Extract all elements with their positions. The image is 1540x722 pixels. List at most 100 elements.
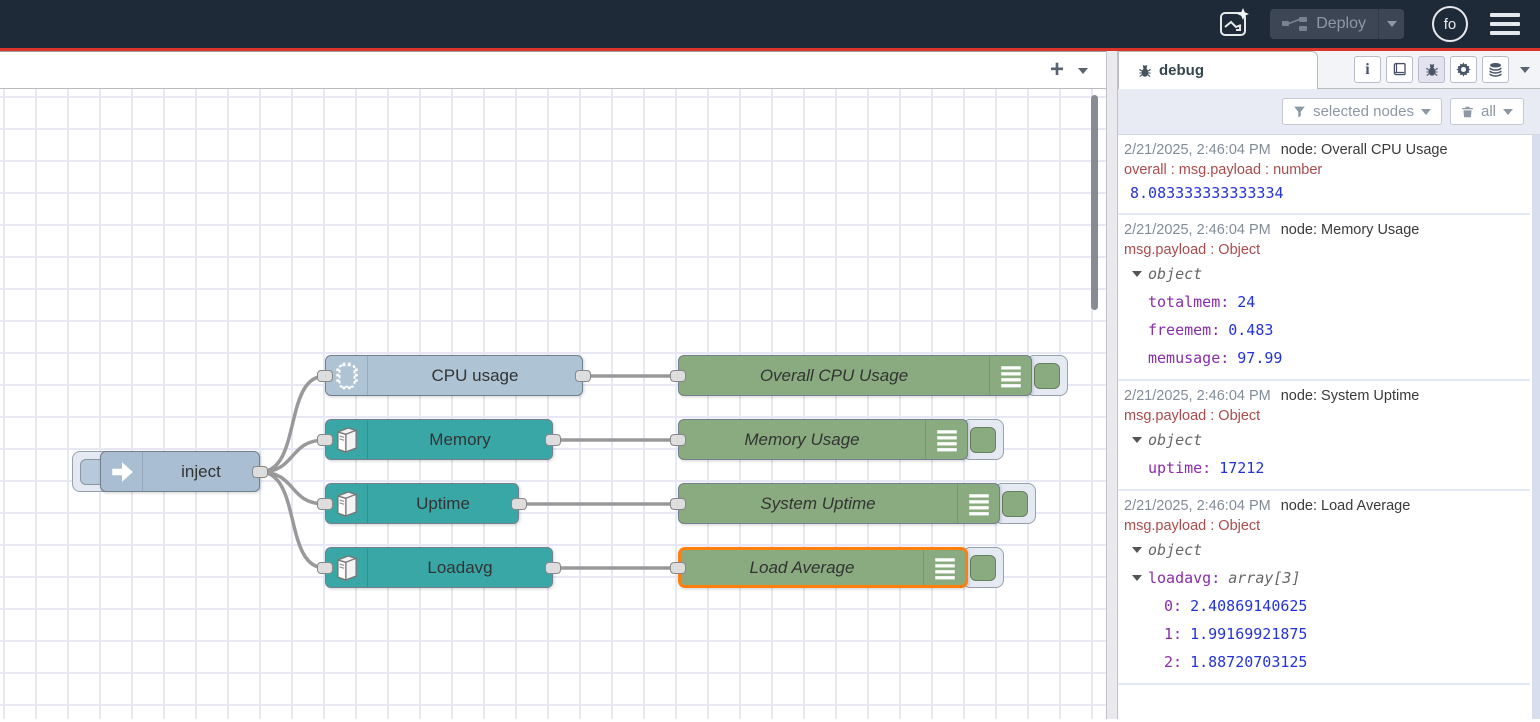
sidebar-splitter[interactable] [1106, 51, 1118, 719]
gear-icon [1455, 61, 1472, 78]
input-port[interactable] [317, 498, 333, 510]
array-index: 0: [1164, 597, 1183, 615]
input-port[interactable] [670, 562, 686, 574]
filter-nodes-button[interactable]: selected nodes [1282, 98, 1442, 125]
object-value: 17212 [1219, 459, 1265, 477]
bug-icon [1424, 62, 1440, 78]
inject-arrow-icon [101, 452, 143, 491]
output-port[interactable] [545, 434, 561, 446]
expand-caret-icon[interactable] [1132, 575, 1142, 581]
node-label: Memory Usage [744, 429, 860, 449]
debug-toggle-button[interactable] [1026, 355, 1068, 396]
input-port[interactable] [670, 498, 686, 510]
object-value: 97.99 [1237, 349, 1283, 367]
clear-messages-button[interactable]: all [1449, 98, 1524, 125]
node-label: System Uptime [760, 493, 876, 513]
debug-toggle-button[interactable] [962, 547, 1004, 588]
tab-debug[interactable]: debug [1118, 51, 1318, 89]
flow-node-memory-usage[interactable]: Memory Usage [678, 419, 968, 460]
server-tower-icon [326, 548, 368, 587]
input-port[interactable] [670, 434, 686, 446]
message-property: msg.payload : Object [1124, 518, 1261, 534]
output-port[interactable] [575, 370, 591, 382]
object-key: totalmem: [1148, 293, 1230, 311]
deploy-icon [1282, 16, 1308, 32]
database-icon [1487, 61, 1504, 78]
flow-canvas[interactable]: inject CPU usage Memory Uptime Loadavg [0, 89, 1106, 719]
array-index: 1: [1164, 625, 1183, 643]
input-port[interactable] [317, 434, 333, 446]
output-port[interactable] [545, 562, 561, 574]
deploy-button[interactable]: Deploy [1270, 9, 1378, 39]
object-key: freemem: [1148, 321, 1221, 339]
flow-node-memory[interactable]: Memory [325, 419, 553, 460]
main-menu-button[interactable] [1490, 13, 1520, 35]
sidebar-options-button[interactable] [1520, 66, 1530, 73]
context-tab-button[interactable] [1482, 56, 1509, 83]
main-area: + inject CPU usage [0, 51, 1540, 719]
help-tab-button[interactable] [1386, 56, 1413, 83]
debug-tab-button[interactable] [1418, 56, 1445, 83]
flow-node-overall-cpu-usage[interactable]: Overall CPU Usage [678, 355, 1032, 396]
wire[interactable] [259, 374, 326, 474]
sidebar-scrollbar-gutter[interactable] [1532, 135, 1540, 719]
debug-list-icon [925, 420, 967, 459]
avatar-initials: fo [1443, 15, 1457, 33]
message-node-name: node: Memory Usage [1280, 222, 1420, 238]
flow-node-inject[interactable]: inject [100, 451, 260, 492]
flow-node-system-uptime[interactable]: System Uptime [678, 483, 1000, 524]
server-tower-icon [326, 420, 368, 459]
filter-label: selected nodes [1313, 103, 1414, 120]
array-index: 2: [1164, 653, 1183, 671]
debug-toggle-button[interactable] [962, 419, 1004, 460]
debug-toggle-button[interactable] [994, 483, 1036, 524]
sidebar-toolbar: i [1354, 56, 1530, 83]
chevron-down-icon [1503, 108, 1513, 115]
debug-list-icon [989, 356, 1031, 395]
user-avatar[interactable]: fo [1432, 6, 1468, 42]
message-property: overall : msg.payload : number [1124, 162, 1323, 178]
canvas-vertical-scrollbar[interactable] [1091, 95, 1098, 310]
deploy-options-button[interactable] [1378, 9, 1404, 39]
config-tab-button[interactable] [1450, 56, 1477, 83]
input-port[interactable] [670, 370, 686, 382]
object-key: uptime: [1148, 459, 1212, 477]
wire[interactable] [259, 438, 326, 474]
expand-caret-icon[interactable] [1132, 437, 1142, 443]
node-label: Uptime [416, 493, 470, 513]
debug-list-icon [923, 550, 965, 585]
add-flow-button[interactable]: + [1049, 56, 1064, 83]
node-label: Loadavg [427, 557, 493, 577]
message-node-name: node: Load Average [1280, 498, 1411, 514]
flow-node-uptime[interactable]: Uptime [325, 483, 519, 524]
assistant-icon[interactable] [1216, 6, 1252, 42]
input-port[interactable] [317, 370, 333, 382]
flow-node-cpu-usage[interactable]: CPU usage [325, 355, 583, 396]
flow-list-button[interactable] [1078, 61, 1088, 79]
output-port[interactable] [511, 498, 527, 510]
deploy-label: Deploy [1316, 15, 1366, 32]
message-timestamp: 2/21/2025, 2:46:04 PM [1124, 498, 1271, 514]
expand-caret-icon[interactable] [1132, 547, 1142, 553]
deploy-button-group: Deploy [1270, 9, 1404, 39]
flow-node-loadavg[interactable]: Loadavg [325, 547, 553, 588]
wire[interactable] [259, 470, 326, 506]
debug-sidebar: debug i selected nodes all [1118, 51, 1540, 719]
expand-caret-icon[interactable] [1132, 271, 1142, 277]
flow-node-load-average[interactable]: Load Average [678, 547, 968, 588]
app-header: Deploy fo [0, 0, 1540, 51]
message-property: msg.payload : Object [1124, 408, 1261, 424]
input-port[interactable] [317, 562, 333, 574]
wire[interactable] [259, 470, 326, 570]
output-port[interactable] [252, 466, 268, 478]
info-tab-button[interactable]: i [1354, 56, 1381, 83]
node-label: Overall CPU Usage [759, 365, 909, 385]
workspace-tabbar: + [0, 51, 1106, 89]
object-type: object [1148, 265, 1203, 283]
debug-list-icon [957, 484, 999, 523]
